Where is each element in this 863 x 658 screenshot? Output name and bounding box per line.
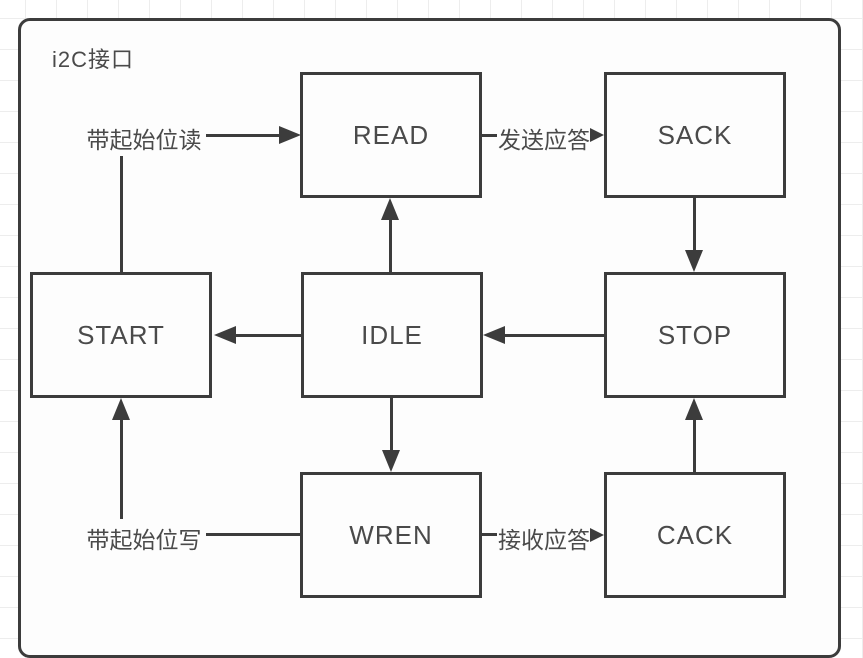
edge-wren-start-label: 带起始位写 [86, 527, 202, 553]
node-stop-label: STOP [657, 319, 733, 350]
node-stop: STOP [604, 272, 786, 398]
node-read-label: READ [352, 119, 430, 150]
arrowhead-into-read-icon [279, 126, 301, 144]
arrowhead-into-idle-icon [483, 326, 505, 344]
edge-idle-wren-vline [390, 398, 393, 450]
arrowhead-into-stop-bottom-icon [685, 398, 703, 420]
arrowhead-into-stop-top-icon [685, 250, 703, 272]
edge-idle-read-vline [389, 220, 392, 272]
edge-wren-start-hline [206, 533, 300, 536]
diagram-canvas: i2C接口 READ SACK START IDLE STOP WREN CAC… [18, 18, 841, 658]
edge-stop-idle-hline [505, 334, 604, 337]
arrowhead-into-start-right-icon [214, 326, 236, 344]
edge-read-sack-label: 发送应答 [498, 127, 590, 153]
arrowhead-into-wren-top-icon [382, 450, 400, 472]
node-sack-label: SACK [657, 119, 733, 150]
node-read: READ [300, 72, 482, 198]
node-start-label: START [77, 319, 165, 350]
edge-cack-stop-vline [693, 420, 696, 472]
edge-idle-start-hline [236, 334, 301, 337]
edge-sack-stop-vline [693, 198, 696, 250]
node-sack: SACK [604, 72, 786, 198]
node-wren-label: WREN [349, 519, 433, 550]
arrowhead-into-start-bottom-icon [112, 398, 130, 420]
arrowhead-into-sack-icon [590, 128, 604, 142]
edge-start-read-hline [206, 134, 279, 137]
node-start: START [30, 272, 212, 398]
arrowhead-into-cack-icon [590, 528, 604, 542]
edge-start-read-vline [120, 156, 123, 272]
edge-start-read-label: 带起始位读 [86, 127, 202, 153]
edge-wren-start-vline [120, 420, 123, 519]
edge-wren-cack-label: 接收应答 [498, 527, 590, 553]
edge-read-sack-hline [482, 134, 497, 137]
node-cack: CACK [604, 472, 786, 598]
arrowhead-into-read-bottom-icon [381, 198, 399, 220]
node-idle: IDLE [301, 272, 483, 398]
diagram-title: i2C接口 [52, 47, 135, 72]
edge-wren-cack-hline [482, 533, 497, 536]
node-wren: WREN [300, 472, 482, 598]
node-cack-label: CACK [656, 519, 734, 550]
node-idle-label: IDLE [361, 319, 423, 350]
